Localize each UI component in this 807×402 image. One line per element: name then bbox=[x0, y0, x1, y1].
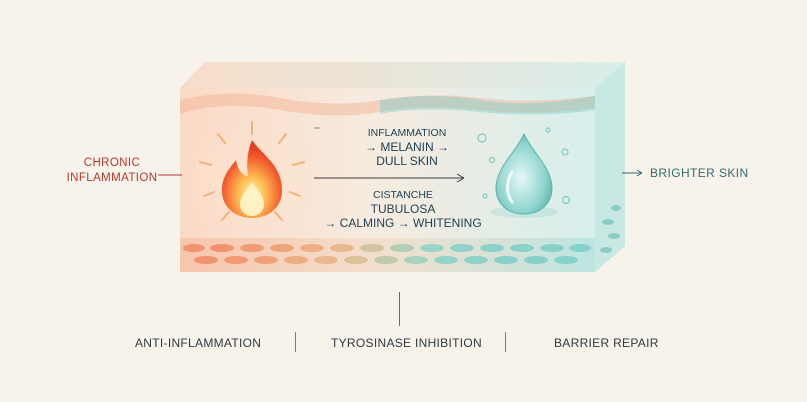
pathway-bottom-line1: CISTANCHE bbox=[373, 189, 433, 201]
benefit-tyrosinase-inhibition: TYROSINASE INHIBITION bbox=[331, 336, 482, 350]
skin-top-face bbox=[180, 62, 625, 88]
benefit-anti-inflammation: ANTI-INFLAMMATION bbox=[135, 336, 262, 350]
chronic-inflammation-label: CHRONIC INFLAMMATION bbox=[52, 156, 172, 186]
benefit-divider bbox=[295, 332, 296, 352]
chronic-label-line2: INFLAMMATION bbox=[66, 172, 158, 184]
flame-icon bbox=[199, 121, 305, 221]
pathway-top-line3: DULL SKIN bbox=[376, 154, 438, 168]
brighter-skin-label: BRIGHTER SKIN bbox=[650, 166, 749, 180]
chronic-label-line1: CHRONIC bbox=[83, 157, 141, 169]
pathway-cistanche-text: CISTANCHE TUBULOSA → CALMING → WHITENING bbox=[318, 188, 488, 230]
connector-line bbox=[399, 292, 400, 326]
water-drop-icon bbox=[477, 127, 571, 218]
pathway-bottom-line3: → CALMING → WHITENING bbox=[324, 216, 482, 230]
pathway-inflammation-text: INFLAMMATION → MELANIN → DULL SKIN bbox=[352, 126, 462, 168]
pathway-bottom-line2: TUBULOSA bbox=[370, 202, 436, 216]
benefit-divider bbox=[505, 332, 506, 352]
dermis-cells bbox=[183, 244, 591, 264]
benefit-barrier-repair: BARRIER REPAIR bbox=[554, 336, 659, 350]
pathway-top-line1: INFLAMMATION bbox=[367, 127, 447, 139]
pathway-top-line2: → MELANIN → bbox=[364, 140, 449, 154]
skin-side-face bbox=[595, 62, 625, 272]
